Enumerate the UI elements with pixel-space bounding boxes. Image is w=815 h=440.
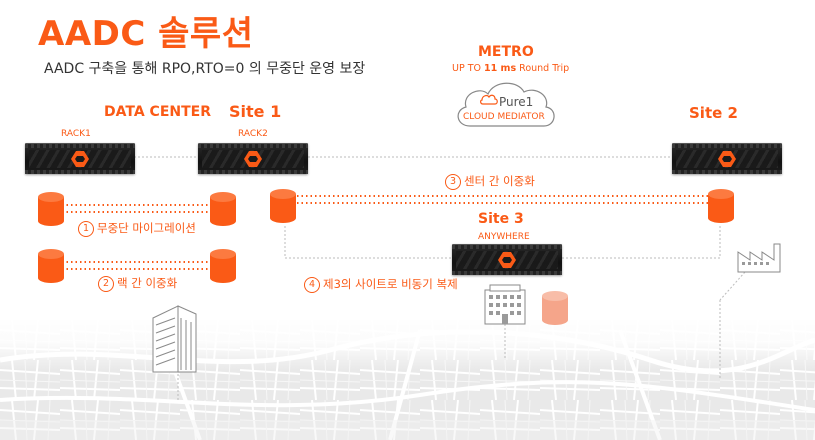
pure-logo-icon	[498, 252, 516, 268]
cloud-brand: Pure1	[499, 95, 534, 109]
rack2-label: RACK2	[238, 129, 268, 139]
round-trip-text: UP TO 11 ms Round Trip	[452, 63, 569, 74]
data-center-heading: DATA CENTER	[104, 104, 211, 120]
database-cylinder-light-icon	[542, 291, 568, 325]
pure-logo-icon	[718, 151, 736, 167]
site1-heading: Site 1	[229, 102, 282, 121]
site2-heading: Site 2	[689, 104, 738, 122]
office-building-icon	[484, 284, 526, 325]
database-cylinder-icon	[210, 249, 236, 283]
page-title: AADC 솔루션	[38, 14, 254, 54]
cloud-mediator-icon	[457, 82, 555, 127]
feature-1-number: 1	[78, 220, 94, 237]
database-cylinder-icon	[210, 192, 236, 226]
factory-icon	[737, 243, 781, 273]
round-trip-value: 11 ms	[484, 63, 517, 74]
feature-4-number: 4	[304, 276, 320, 293]
metro-label: METRO	[478, 44, 534, 60]
feature-3-text: 센터 간 이중화	[464, 174, 535, 188]
storage-array-rack2	[198, 143, 308, 174]
page-subtitle: AADC 구축을 통해 RPO,RTO=0 의 무중단 운영 보장	[44, 61, 366, 77]
cloud-mediator-label: CLOUD MEDIATOR	[463, 112, 545, 122]
round-trip-suffix: Round Trip	[519, 63, 570, 74]
storage-array-site3	[452, 244, 562, 275]
storage-array-rack1	[25, 143, 135, 174]
feature-4-text: 제3의 사이트로 비동기 복제	[323, 277, 458, 291]
feature-2-number: 2	[98, 275, 114, 292]
pure-logo-icon	[244, 151, 262, 167]
site3-heading: Site 3	[478, 211, 524, 227]
database-cylinder-icon	[38, 192, 64, 226]
office-building-icon	[152, 305, 197, 373]
anywhere-label: ANYWHERE	[478, 232, 530, 242]
round-trip-prefix: UP TO	[452, 63, 481, 74]
pure-logo-icon	[71, 151, 89, 167]
database-cylinder-icon	[708, 189, 734, 223]
feature-3-number: 3	[445, 173, 461, 190]
database-cylinder-icon	[38, 249, 64, 283]
feature-2-text: 랙 간 이중화	[117, 276, 178, 290]
feature-1-text: 무중단 마이그레이션	[97, 221, 196, 235]
rack1-label: RACK1	[61, 129, 91, 139]
storage-array-site2	[672, 143, 782, 174]
database-cylinder-icon	[270, 189, 296, 223]
